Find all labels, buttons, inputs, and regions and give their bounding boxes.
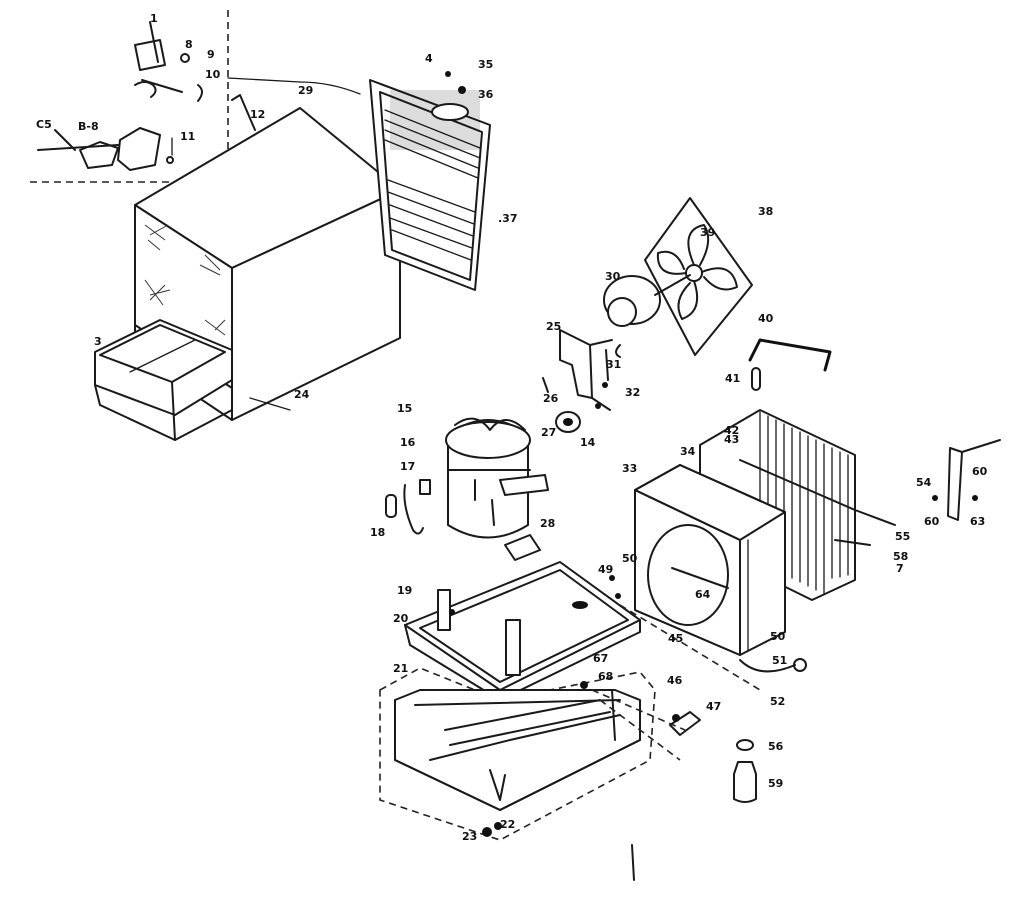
capacitor (555, 411, 581, 433)
compressor (385, 417, 549, 539)
callout-56: 56 (768, 740, 784, 753)
base-frame (379, 667, 656, 841)
callout-1: 1 (150, 12, 158, 25)
callout-39: 39 (700, 226, 715, 239)
callout-14: 14 (580, 436, 596, 449)
fan-motor (603, 274, 691, 358)
drip-tray (94, 319, 233, 441)
base-pan (404, 534, 641, 701)
callout-23: 23 (462, 830, 477, 843)
callout-9: 9 (207, 48, 215, 61)
callout-20: 20 (393, 612, 409, 625)
callout-58: 58 (893, 550, 908, 563)
callout-8: 8 (185, 38, 193, 51)
evaporator-shroud (634, 464, 786, 656)
callout-42: 42 (724, 424, 739, 437)
callout-10: 10 (205, 68, 221, 81)
callout-22: 22 (500, 818, 515, 831)
callout-12: 12 (250, 108, 265, 121)
front-grille-panel (369, 71, 491, 291)
callout-17: 17 (400, 460, 415, 473)
callout-4: 4 (425, 52, 433, 65)
callout-52: 52 (770, 695, 785, 708)
tubing-parts (748, 338, 832, 391)
callout-7: 7 (896, 562, 904, 575)
callout-36: 36 (478, 88, 494, 101)
callout-24: 24 (294, 388, 310, 401)
callout-31: 31 (606, 358, 621, 371)
callout-54: 54 (916, 476, 932, 489)
callout-47: 47 (706, 700, 721, 713)
control-panel-assembly (30, 10, 229, 183)
callout-16: 16 (400, 436, 416, 449)
callout-26: 26 (543, 392, 559, 405)
callout-38: 38 (758, 205, 773, 218)
callout-11: 11 (180, 130, 195, 143)
callout-67: 67 (593, 652, 608, 665)
callout-b8: B-8 (78, 120, 99, 133)
callout-27: 27 (541, 426, 556, 439)
callout-32: 32 (625, 386, 640, 399)
callout-19: 19 (397, 584, 412, 597)
callout-28: 28 (540, 517, 555, 530)
callout-18: 18 (370, 526, 385, 539)
callout-34: 34 (680, 445, 696, 458)
callout-45: 45 (668, 632, 683, 645)
callout-51: 51 (772, 654, 787, 667)
callout-35: 35 (478, 58, 493, 71)
callout-50b: 50 (770, 630, 786, 643)
callout-64: 64 (695, 588, 711, 601)
callout-68: 68 (598, 670, 613, 683)
callout-41: 41 (725, 372, 740, 385)
callout-c5: C5 (36, 118, 52, 131)
callout-33: 33 (622, 462, 637, 475)
callout-43: 43 (724, 433, 739, 446)
callout-49: 49 (598, 563, 613, 576)
callout-40: 40 (758, 312, 774, 325)
callout-29: 29 (298, 84, 313, 97)
callout-55: 55 (895, 530, 910, 543)
callout-30: 30 (605, 270, 621, 283)
callout-21: 21 (393, 662, 408, 675)
callout-25: 25 (546, 320, 561, 333)
callout-46: 46 (667, 674, 683, 687)
fan-blade-assembly (644, 197, 753, 356)
callout-15: 15 (397, 402, 412, 415)
callout-59: 59 (768, 777, 783, 790)
callout-63: 63 (970, 515, 985, 528)
callout-50a: 50 (622, 552, 638, 565)
callout-labels: 1 8 9 10 C5 B-8 11 12 4 35 36 29 .37 3 2… (36, 12, 988, 843)
motor-bracket (542, 329, 613, 411)
callout-37: .37 (498, 212, 518, 225)
callout-60b: 60 (924, 515, 940, 528)
callout-3: 3 (94, 335, 102, 348)
callout-60a: 60 (972, 465, 988, 478)
small-parts (249, 397, 807, 881)
side-bracket (932, 439, 1001, 521)
